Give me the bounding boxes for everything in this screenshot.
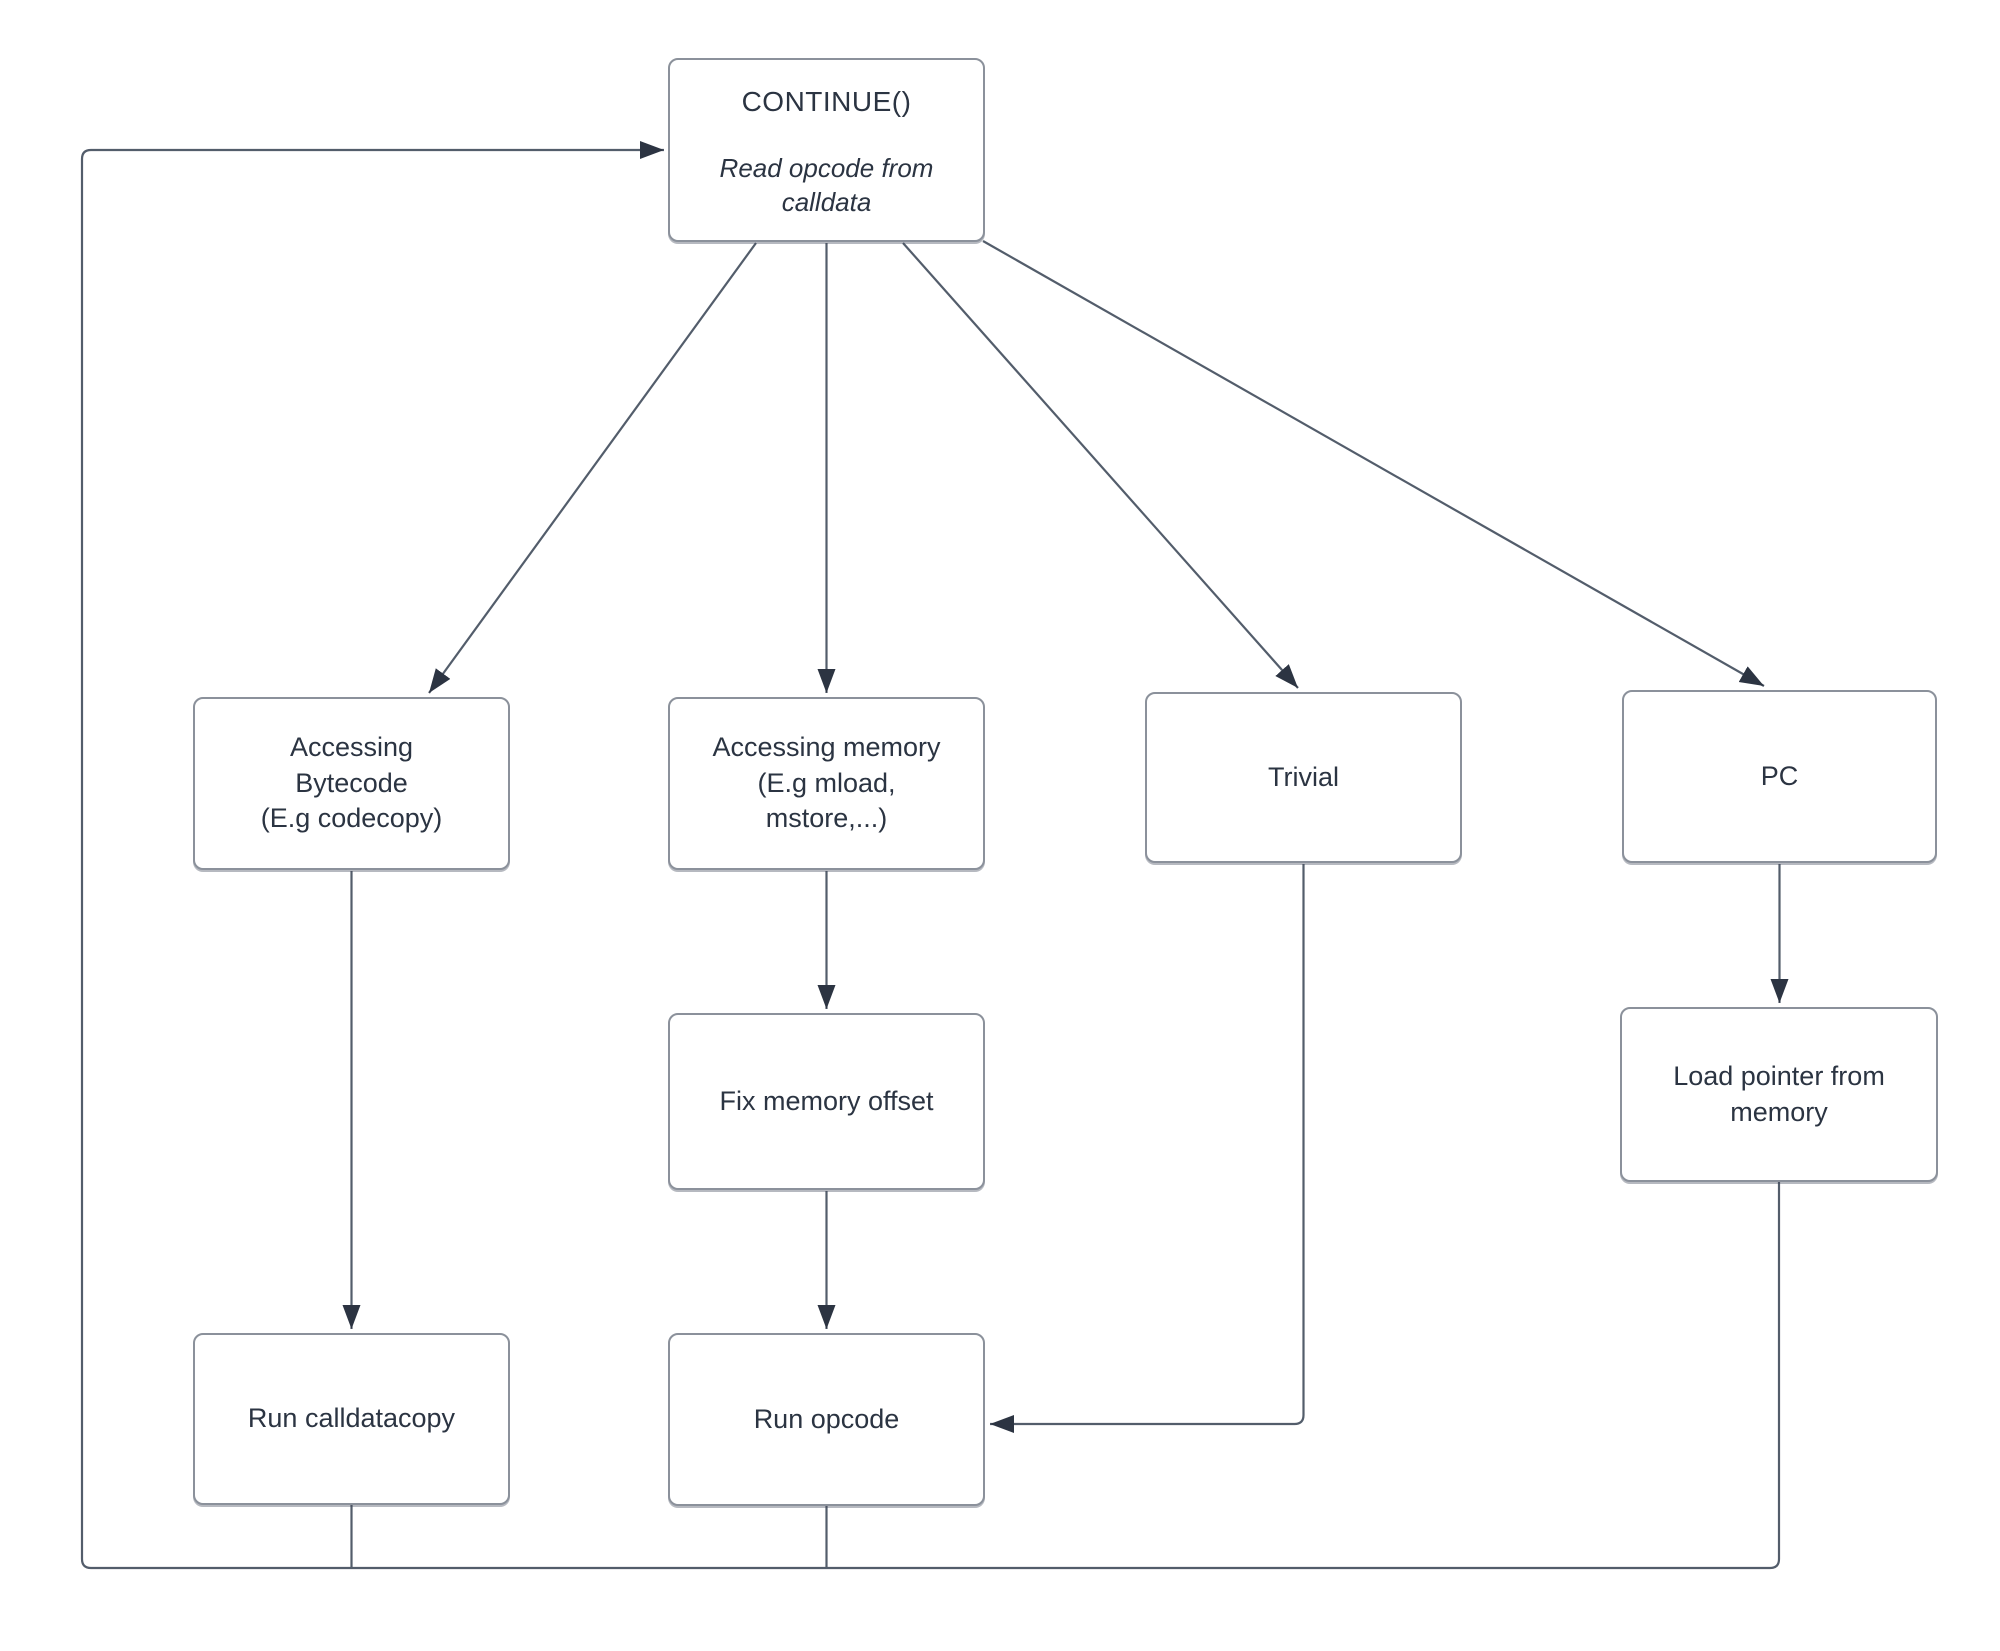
node-run-opcode: Run opcode (668, 1333, 985, 1506)
node-accessing-bytecode: Accessing Bytecode (E.g codecopy) (193, 697, 510, 870)
node-pc: PC (1622, 690, 1937, 863)
node-accessing-bytecode-label: Accessing Bytecode (E.g codecopy) (260, 732, 443, 834)
node-continue-subtitle: Read opcode from calldata (719, 153, 934, 217)
node-load-pointer: Load pointer from memory (1620, 1007, 1938, 1182)
node-continue-title: CONTINUE() (741, 86, 912, 117)
edge-continue-to-trivial (902, 242, 1299, 689)
edge-continue-to-pc (982, 240, 1765, 687)
node-run-opcode-label: Run opcode (753, 1403, 900, 1434)
node-trivial: Trivial (1145, 692, 1462, 863)
node-accessing-memory: Accessing memory (E.g mload, mstore,...) (668, 697, 985, 870)
node-trivial-label: Trivial (1268, 761, 1339, 792)
node-fix-memory-offset: Fix memory offset (668, 1013, 985, 1190)
edge-continue-to-accessing-bytecode (428, 242, 757, 694)
node-run-calldatacopy-label: Run calldatacopy (247, 1403, 456, 1434)
node-run-calldatacopy: Run calldatacopy (193, 1333, 510, 1505)
node-continue: CONTINUE() Read opcode from calldata (668, 58, 985, 242)
node-accessing-memory-label: Accessing memory (E.g mload, mstore,...) (712, 732, 941, 834)
node-pc-label: PC (1760, 760, 1799, 791)
node-fix-memory-offset-label: Fix memory offset (719, 1085, 934, 1116)
edge-trivial-to-run-opcode (990, 864, 1305, 1433)
node-load-pointer-label: Load pointer from memory (1673, 1060, 1885, 1127)
